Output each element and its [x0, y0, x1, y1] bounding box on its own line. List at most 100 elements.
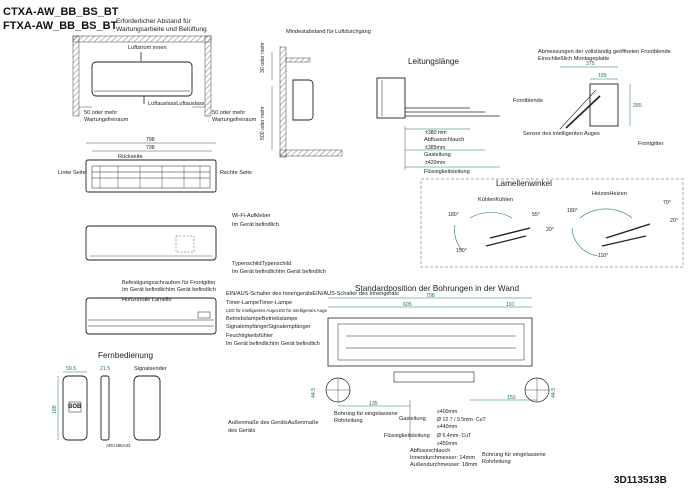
clearance-title-2: Wartungsarbeite und Belüftung — [116, 26, 207, 33]
left-side-label: Linke Seite — [58, 170, 86, 176]
operation-lamp-label: BetriebslampeBetriebslampe — [226, 316, 298, 322]
wall-holes-drawing — [325, 297, 550, 440]
louver-70: 70° — [663, 200, 671, 206]
type-plate-2: Im Gerät befindlichIm Gerät befindlich — [232, 269, 326, 275]
louver-title: Lamellenwinkel — [496, 179, 552, 188]
wifi-label-2: Im Gerät befindlich — [232, 222, 279, 228]
remote-model: ARC466A33 — [106, 443, 131, 448]
holes-h44-left: 44.5 — [311, 387, 317, 398]
pipe-d3: ±420mm — [425, 160, 446, 166]
air-out-label: LuftauslassLuftauslass — [148, 101, 205, 107]
louver-180-right: 180° — [567, 208, 578, 214]
remote-depth: 21.5 — [100, 366, 111, 372]
clearance-title-1: Erforderlicher Abstand für — [116, 18, 191, 25]
pipe-d2: ±385mm — [425, 145, 446, 151]
holes-h44-right: 44.5 — [551, 387, 557, 398]
remote-width: 59.5 — [66, 366, 77, 372]
remote-title: Fernbedienung — [98, 351, 154, 360]
outer-dim-1: Außenmaße des GerätsAußenmaße — [228, 420, 319, 426]
pipe-length-title: Leitungslänge — [408, 57, 459, 66]
humidity-sensor-2: Im Gerät befindlichIm Gerät befindlich — [226, 341, 320, 347]
grille-label: Frontgitter — [638, 141, 664, 147]
louver-110: 110° — [598, 253, 609, 259]
louver-20-right: 20° — [670, 218, 678, 224]
front-panel-h1: 285 — [633, 103, 642, 109]
onoff-switch-label: EIN/AUS-Schalter des InnengerätsEIN/AUS-… — [226, 291, 399, 297]
doc-number: 3D113513B — [614, 475, 667, 486]
pipe-d1-label: Abflussschlauch — [424, 137, 465, 143]
back-label: Rückseite — [118, 154, 143, 160]
top-view-w2: 738 — [146, 145, 155, 151]
horizontal-louver-label: Horizontale Lamelle — [122, 297, 172, 303]
screws-label-2: Im Gerät befindlichIm Gerät befindlich — [122, 287, 216, 293]
front-panel-w2: 189 — [598, 73, 607, 79]
drain-2: Innendurchmesser: 14mm — [410, 455, 475, 461]
clearance-right-1: 50 oder mehr — [212, 110, 246, 116]
gas-d1: ≥400mm — [437, 409, 458, 415]
signal-sender-label: Signalsender — [134, 366, 167, 372]
model-line-1: CTXA-AW_BB_BS_BT — [3, 6, 119, 18]
clearance-left-2: Wartungsfreiraum — [84, 117, 129, 123]
right-side-label: Rechte Seite — [220, 170, 253, 176]
gas-label: Gasleitung — [399, 416, 426, 422]
outer-dim-2: des Geräts — [228, 428, 256, 434]
wifi-label-1: Wi-Fi-Aufkleber — [232, 213, 271, 219]
louver-20-left: 20° — [546, 227, 554, 233]
model-line-2: FTXA-AW_BB_BS_BT — [3, 20, 118, 32]
front-panel-w1: 375 — [586, 61, 595, 67]
gas-d3: ≥440mm — [437, 424, 458, 430]
gas-d2: Ø 12.7 / 9.5mm· CuT — [437, 417, 486, 423]
eye-led-label: LED für intelligentes AugeLED für intell… — [226, 308, 328, 313]
air-in-label: Luftstrom innen — [128, 45, 167, 51]
pipe-d2-label: Gasleitung — [424, 152, 451, 158]
min-distance-drawing — [271, 46, 343, 158]
clearance-right-2: Wartungsfreiraum — [212, 117, 257, 123]
bore-left-2: Rohrleitung — [334, 418, 363, 424]
front-panel-title-2: Einschließlich Montageplatte — [538, 56, 610, 62]
top-view-w1: 798 — [146, 137, 155, 143]
min-distance-label: Mindestabstand für Luftdurchgang — [286, 29, 371, 35]
louver-180-left: 180° — [448, 212, 459, 218]
front-blende-label: Frontblende — [513, 98, 543, 104]
remote-logo: BOB — [68, 404, 82, 410]
front-view-drawing — [85, 225, 217, 261]
front-panel-title-1: Abmessungen der vollständig geöffneten F… — [538, 49, 671, 55]
clearance-left-1: 50 oder mehr — [84, 110, 118, 116]
holes-w150: 150 — [507, 395, 516, 401]
bore-left-1: Bohrung für eingelassene — [334, 411, 398, 417]
pipe-d3-label: Flüssigkeitsleitung — [424, 169, 470, 175]
holes-w110: 110 — [506, 302, 515, 308]
holes-title: Standardposition der Bohrungen in der Wa… — [355, 284, 520, 293]
louver-150: 150° — [456, 248, 467, 254]
remote-height: 189 — [52, 405, 58, 414]
screws-label-1: Befestigungsschrauben für Frontgitter — [122, 280, 216, 286]
pipe-length-drawing — [376, 77, 500, 170]
holes-w798: 798 — [426, 293, 435, 299]
min-distance-top: 30 oder mehr — [260, 42, 266, 73]
louver-cool: KühlenKühlen — [478, 197, 513, 203]
min-distance-side: 500 oder mehr — [260, 106, 266, 140]
liquid-label: Flüssigkeitsleitung — [384, 433, 430, 439]
holes-w135: 135 — [369, 401, 378, 407]
bore-right-1: Bohrung für eingelassene — [482, 452, 546, 458]
front-panel-drawing — [559, 66, 631, 130]
clearance-drawing — [72, 35, 212, 117]
drain-1: Abflussschlauch — [410, 448, 451, 454]
liquid-d2: ≥450mm — [437, 441, 458, 447]
drain-3: Außendurchmesser: 18mm — [410, 462, 478, 468]
holes-w605: 605 — [403, 302, 412, 308]
top-view-drawing — [85, 142, 217, 193]
humidity-sensor-1: Feuchtigkeitsfühler — [226, 333, 273, 339]
louver-heat: HeizenHeizen — [592, 191, 627, 197]
receiver-label: SignalempfängerSignalempfänger — [226, 324, 311, 330]
bore-right-2: Rohrleitung — [482, 459, 511, 465]
louver-drawing — [420, 178, 684, 268]
timer-lamp-label: Timer-LampeTimer-Lampe — [226, 300, 293, 306]
pipe-d1: ±380 mm — [425, 130, 447, 136]
sensor-label: Sensor des intelligenten Auges — [523, 131, 600, 137]
side-unit-drawing — [85, 297, 217, 335]
remote-drawing — [57, 371, 161, 441]
liquid-d1: Ø 6.4mm· CuT — [437, 433, 472, 439]
louver-55: 55° — [532, 212, 540, 218]
